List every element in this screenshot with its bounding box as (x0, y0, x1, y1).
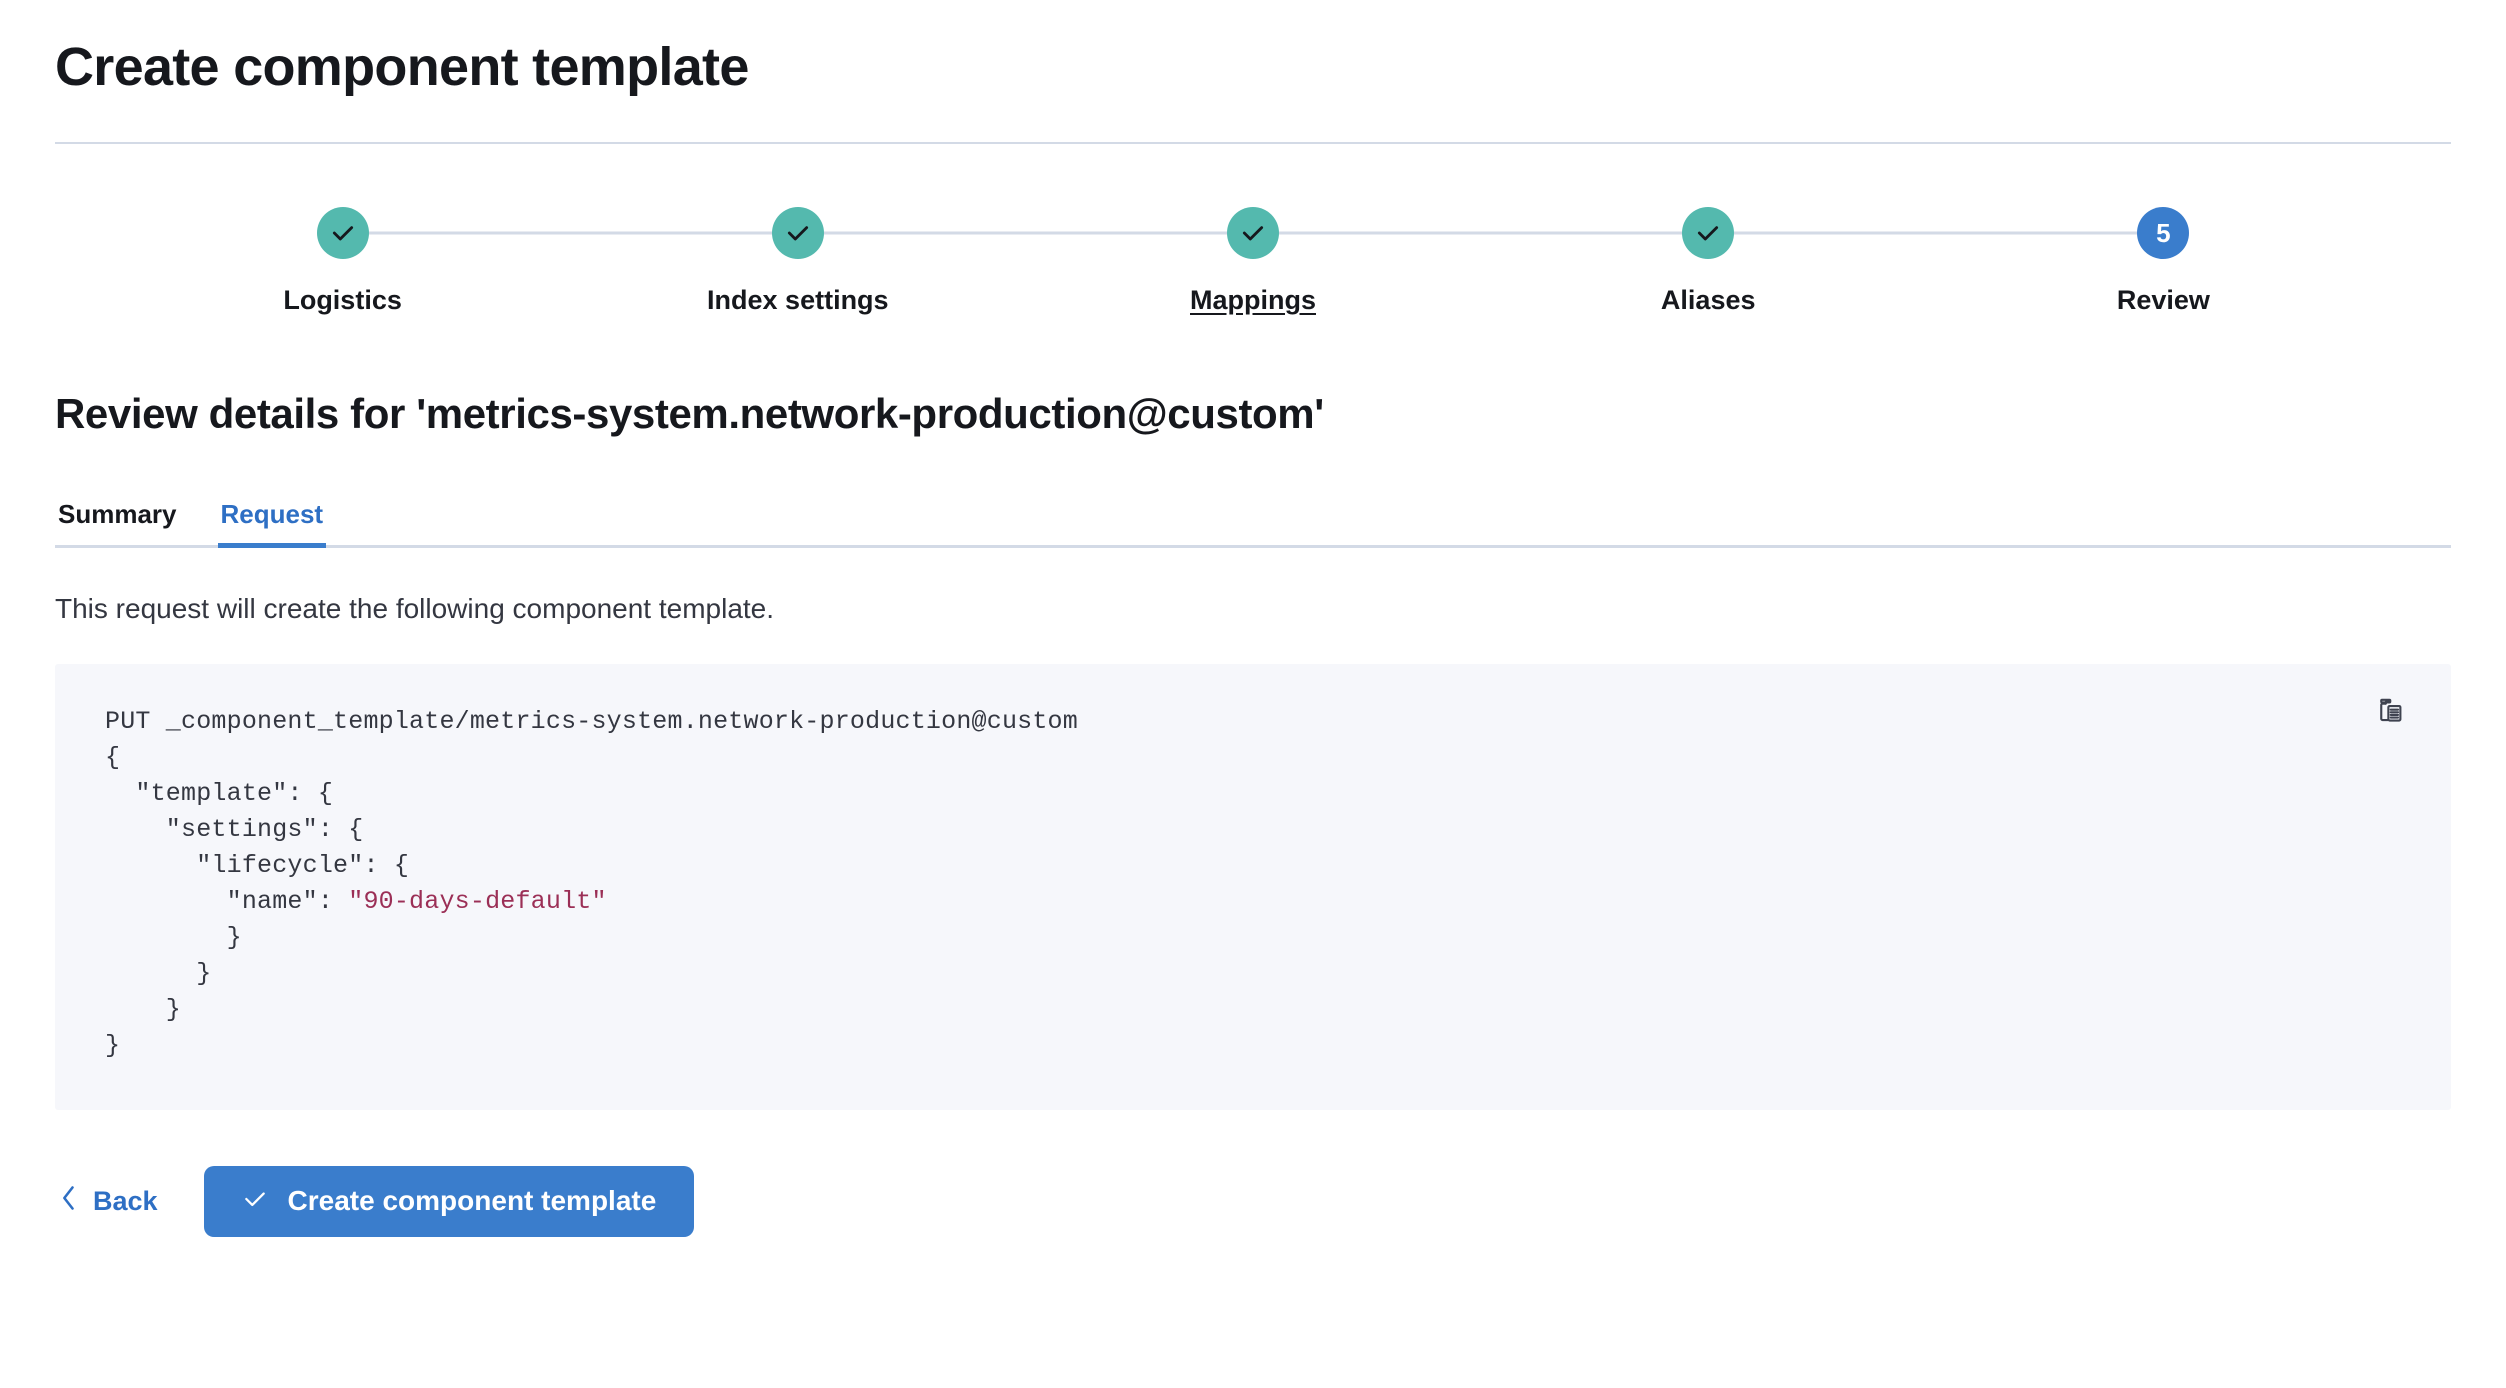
step-aliases[interactable]: Aliases (1480, 204, 1936, 316)
request-description: This request will create the following c… (55, 593, 775, 625)
code-line-2: "settings": { (105, 814, 364, 844)
code-line-7: } (105, 994, 182, 1024)
copy-to-clipboard-button[interactable] (2371, 692, 2415, 736)
code-line-1: "template": { (105, 778, 334, 808)
header-divider (55, 142, 2451, 145)
step-connector-right (1708, 231, 1936, 235)
page-title: Create component template (55, 37, 749, 97)
step-mappings[interactable]: Mappings (1025, 204, 1481, 316)
check-icon (330, 220, 356, 246)
create-component-template-button[interactable]: Create component template (203, 1165, 695, 1237)
chevron-left-icon (59, 1184, 79, 1219)
review-tabs: Summary Request (55, 486, 2451, 549)
step-status-complete[interactable] (1682, 207, 1735, 260)
copy-clipboard-icon (2378, 697, 2408, 730)
review-details-heading: Review details for 'metrics-system.netwo… (55, 390, 1324, 438)
check-icon (1695, 220, 1721, 246)
step-label-mappings[interactable]: Mappings (1190, 285, 1316, 316)
step-label-index-settings: Index settings (707, 285, 889, 316)
step-connector-left (570, 231, 798, 235)
wizard-stepper: Logistics Index settings (55, 204, 2451, 316)
step-circle-row (1480, 204, 1936, 262)
step-label-aliases: Aliases (1660, 285, 1756, 316)
step-status-complete[interactable] (316, 207, 369, 260)
step-status-complete[interactable] (1227, 207, 1279, 260)
step-connector-right (797, 231, 1026, 235)
code-line-0: { (105, 742, 121, 772)
step-circle-row (115, 204, 571, 262)
step-index-settings[interactable]: Index settings (570, 204, 1026, 316)
step-connector-left (1935, 231, 2164, 235)
step-connector-right (1253, 231, 1481, 235)
step-circle-row (570, 204, 1026, 262)
step-status-current[interactable]: 5 (2137, 207, 2190, 260)
step-review[interactable]: 5 Review (1935, 204, 2391, 316)
check-icon (785, 220, 811, 246)
create-component-template-label: Create component template (287, 1185, 657, 1217)
back-button[interactable]: Back (55, 1176, 162, 1227)
check-icon (242, 1186, 268, 1217)
request-code-block: PUT _component_template/metrics-system.n… (55, 663, 2451, 1110)
step-circle-row (1025, 204, 1481, 262)
step-logistics[interactable]: Logistics (115, 204, 571, 316)
code-method-line: PUT _component_template/metrics-system.n… (105, 706, 1078, 736)
code-line-5: } (105, 922, 242, 952)
step-label-logistics: Logistics (283, 285, 402, 316)
tab-summary[interactable]: Summary (55, 499, 180, 548)
check-icon (1240, 220, 1266, 246)
request-code-text: PUT _component_template/metrics-system.n… (105, 704, 2401, 1064)
tab-request[interactable]: Request (217, 499, 327, 549)
step-status-complete[interactable] (771, 207, 824, 260)
back-button-label: Back (93, 1185, 158, 1216)
code-line-3: "lifecycle": { (105, 850, 410, 880)
step-connector-right (342, 231, 571, 235)
code-line-8: } (105, 1030, 121, 1060)
step-number: 5 (2156, 218, 2171, 249)
step-circle-row: 5 (1935, 204, 2391, 262)
code-line-6: } (105, 958, 212, 988)
step-connector-left (1480, 231, 1709, 235)
step-label-review: Review (2116, 285, 2210, 316)
step-connector-left (1025, 231, 1254, 235)
code-string-value: "90-days-default" (348, 886, 607, 916)
code-line-4: "name": (105, 886, 349, 916)
wizard-actions: Back Create component template (55, 1165, 2451, 1237)
